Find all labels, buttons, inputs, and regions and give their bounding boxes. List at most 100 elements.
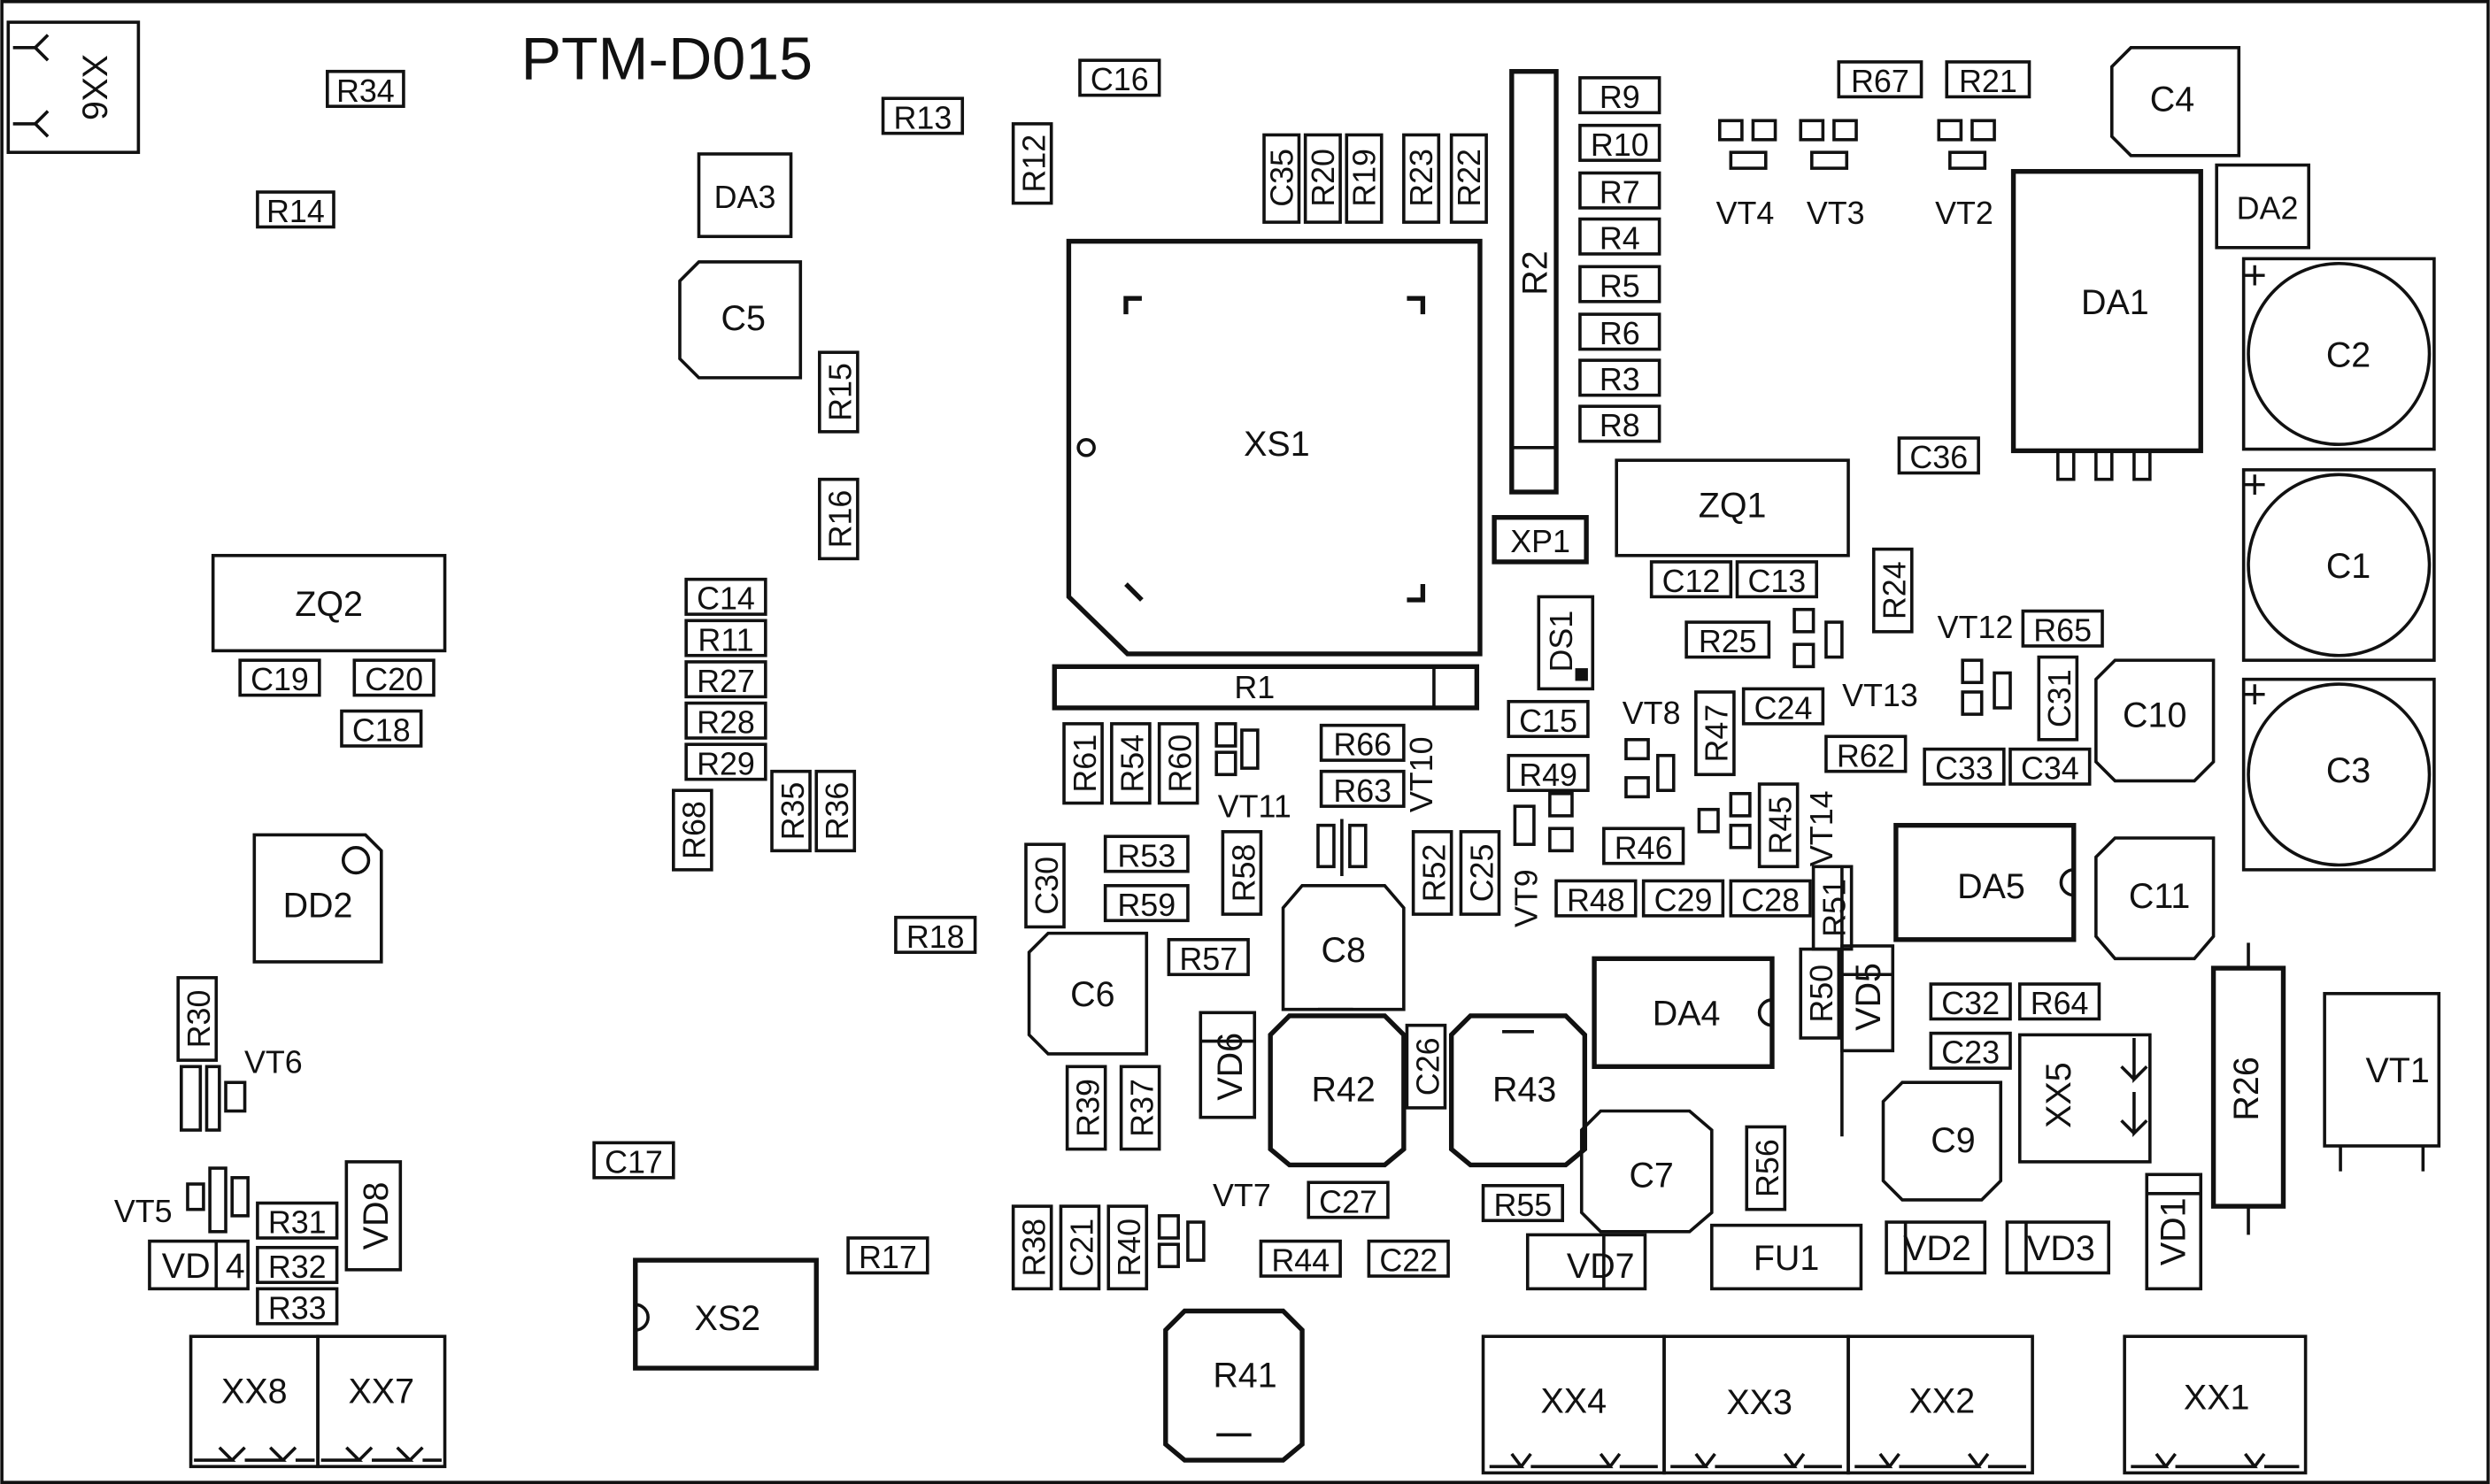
resistor-r18: R18	[894, 915, 977, 955]
transistor-vt3: VT3	[1799, 119, 1865, 231]
transistor-vt4: VT4	[1716, 119, 1777, 231]
capacitor-c26: C26	[1405, 1023, 1447, 1110]
svg-text:R15: R15	[823, 363, 859, 421]
svg-text:VT8: VT8	[1623, 696, 1681, 731]
capacitor-c34: C34	[2008, 747, 2092, 787]
capacitor-c17: C17	[592, 1141, 675, 1180]
svg-text:XP1: XP1	[1510, 524, 1570, 559]
svg-text:C34: C34	[2021, 751, 2079, 787]
resistor-r24: R24	[1871, 547, 1914, 634]
capacitor-c18: C18	[340, 709, 423, 749]
svg-text:C19: C19	[251, 662, 309, 697]
svg-text:R58: R58	[1226, 844, 1261, 903]
svg-text:C9: C9	[1931, 1121, 1975, 1160]
resistor-r58: R58	[1221, 830, 1263, 916]
svg-text:C24: C24	[1754, 690, 1813, 726]
resistor-r29: R29	[684, 742, 767, 781]
capacitor-c10: C10	[2094, 658, 2216, 783]
resistor-r7: R7	[1578, 171, 1661, 211]
svg-text:R29: R29	[697, 746, 755, 781]
resistor-r46: R46	[1602, 827, 1685, 865]
capacitor-c7: C7	[1579, 1109, 1714, 1234]
svg-text:DS1: DS1	[1544, 611, 1579, 673]
resistor-r4: R4	[1578, 217, 1661, 257]
resistor-r3: R3	[1578, 358, 1661, 397]
diode-vd7: VD7	[1525, 1233, 1647, 1291]
svg-text:R50: R50	[1804, 965, 1839, 1023]
transistor-vt2: VT2	[1935, 119, 1996, 231]
transistor-vt13: VT13	[1792, 607, 1918, 713]
capacitor-c15: C15	[1507, 699, 1590, 739]
svg-text:C1: C1	[2326, 547, 2371, 586]
transistor-vt14: VT14	[1697, 790, 1839, 866]
resistor-r62: R62	[1824, 734, 1908, 773]
svg-text:DA3: DA3	[714, 180, 776, 215]
resistor-r9: R9	[1578, 76, 1661, 115]
svg-text:VT9: VT9	[1509, 869, 1545, 927]
resistor-r31: R31	[256, 1201, 339, 1241]
svg-text:R32: R32	[268, 1249, 327, 1285]
svg-text:R21: R21	[1959, 64, 2017, 99]
resistor-r61: R61	[1062, 722, 1104, 805]
svg-text:R11: R11	[698, 622, 753, 657]
svg-text:R7: R7	[1600, 175, 1640, 211]
capacitor-c27: C27	[1307, 1180, 1390, 1219]
connector-xx1: XX1	[2123, 1334, 2308, 1475]
capacitor-c6: C6	[1027, 931, 1149, 1056]
svg-text:R38: R38	[1017, 1219, 1052, 1277]
capacitor-c30: C30	[1024, 842, 1066, 929]
capacitor-c23: C23	[1929, 1031, 2012, 1071]
svg-text:4: 4	[226, 1247, 245, 1286]
svg-text:C14: C14	[697, 581, 755, 617]
svg-text:R13: R13	[894, 100, 952, 135]
svg-text:DA1: DA1	[2081, 283, 2149, 322]
resistor-r68: R68	[672, 788, 713, 872]
capacitor-c20: C20	[352, 658, 436, 697]
svg-text:R17: R17	[859, 1240, 917, 1275]
svg-text:FU1: FU1	[1754, 1239, 1820, 1278]
capacitor-c5: C5	[678, 260, 803, 380]
c1-polarity: +	[2243, 461, 2267, 507]
svg-text:XX6: XX6	[75, 54, 114, 120]
svg-text:R14: R14	[266, 194, 325, 229]
resistor-r36: R36	[814, 769, 857, 853]
capacitor-c1: + C1	[2241, 461, 2436, 662]
capacitor-c32: C32	[1929, 982, 2012, 1021]
svg-text:R67: R67	[1851, 64, 1909, 99]
svg-text:R66: R66	[1333, 727, 1391, 763]
resistor-r56: R56	[1745, 1125, 1787, 1211]
svg-text:C13: C13	[1747, 564, 1806, 599]
resistor-r37: R37	[1119, 1065, 1161, 1151]
resistor-r1: R1	[1052, 664, 1480, 711]
ic-dd2: DD2	[252, 833, 383, 964]
svg-text:C15: C15	[1519, 704, 1577, 739]
svg-text:R19: R19	[1347, 149, 1383, 207]
svg-text:VT12: VT12	[1938, 610, 2014, 645]
svg-text:C12: C12	[1662, 564, 1721, 599]
transistor-vt12-label: VT12	[1938, 610, 2014, 645]
crystal-zq1: ZQ1	[1615, 458, 1850, 557]
regulator-da1: DA1	[2010, 169, 2203, 481]
resistor-r59: R59	[1103, 884, 1190, 923]
svg-text:R43: R43	[1492, 1071, 1556, 1110]
resistor-r65: R65	[2021, 609, 2104, 649]
svg-text:R40: R40	[1112, 1219, 1147, 1277]
transistor-vt11: VT11	[1214, 722, 1291, 825]
svg-text:R68: R68	[677, 801, 713, 859]
svg-text:R47: R47	[1700, 704, 1735, 763]
transistor-vt5: VT5	[114, 1166, 250, 1234]
resistor-r20: R20	[1303, 133, 1342, 224]
trimmer-r42: R42	[1268, 1007, 1407, 1168]
connector-xx3: XX3	[1662, 1334, 1850, 1475]
svg-text:VT1: VT1	[2365, 1051, 2429, 1090]
diode-vd2: VD2	[1885, 1220, 1987, 1275]
svg-text:C27: C27	[1319, 1184, 1377, 1219]
svg-text:R61: R61	[1068, 734, 1103, 793]
capacitor-c31: C31	[2037, 655, 2079, 742]
resistor-r17: R17	[846, 1236, 929, 1275]
svg-text:VD5: VD5	[1849, 963, 1888, 1031]
svg-text:C6: C6	[1070, 975, 1114, 1014]
svg-text:R64: R64	[2031, 986, 2089, 1021]
